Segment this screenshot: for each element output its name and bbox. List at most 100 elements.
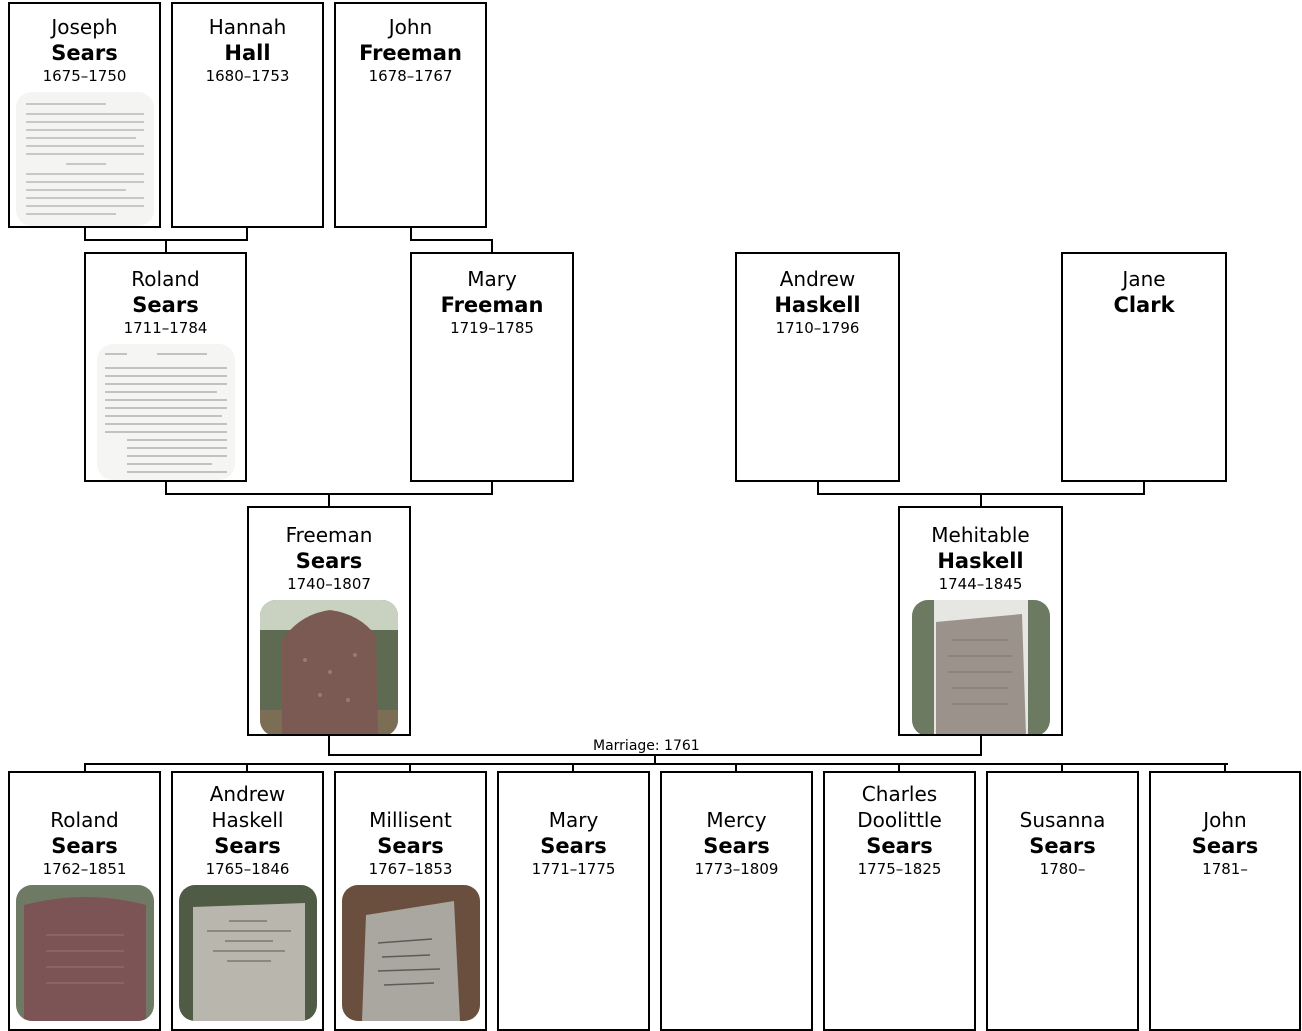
given-name: Andrew: [779, 267, 856, 291]
gravestone-photo: [15, 885, 154, 1021]
gravestone-photo: [260, 600, 398, 734]
life-dates: 1680–1753: [205, 67, 290, 85]
given-name: John: [1203, 808, 1247, 832]
life-dates: 1675–1750: [42, 67, 127, 85]
connector-line: [246, 763, 248, 772]
given-name: Millisent: [369, 808, 452, 832]
connector-line: [246, 228, 248, 240]
gravestone-photo: [911, 600, 1050, 734]
given-name-line-1: Andrew: [209, 782, 286, 806]
surname: Haskell: [774, 293, 861, 317]
person-card-child-roland-sears[interactable]: Roland Sears 1762–1851: [8, 771, 161, 1031]
given-name: Mercy: [706, 808, 767, 832]
surname: Sears: [132, 293, 199, 317]
connector-line: [491, 239, 493, 253]
surname: Sears: [295, 549, 363, 573]
person-card-mary-freeman[interactable]: Mary Freeman 1719–1785: [410, 252, 574, 482]
connector-line: [654, 754, 656, 764]
connector-line: [410, 228, 412, 240]
sibling-bar: [84, 763, 1228, 765]
connector-line: [409, 763, 411, 772]
life-dates: 1744–1845: [938, 575, 1023, 593]
given-name: Mary: [548, 808, 599, 832]
person-card-child-andrew-haskell-sears[interactable]: Andrew Haskell Sears 1765–1846: [171, 771, 324, 1031]
person-card-child-millisent-sears[interactable]: Millisent Sears 1767–1853: [334, 771, 487, 1031]
document-photo: [96, 344, 235, 480]
life-dates: 1678–1767: [368, 67, 453, 85]
person-card-john-freeman[interactable]: John Freeman 1678–1767: [334, 2, 487, 228]
given-name: Joseph: [51, 15, 118, 39]
person-card-roland-sears-sr[interactable]: Roland Sears 1711–1784: [84, 252, 247, 482]
connector-line: [328, 493, 330, 507]
surname: Clark: [1113, 293, 1175, 317]
life-dates: 1711–1784: [123, 319, 208, 337]
life-dates: 1767–1853: [368, 860, 453, 878]
connector-line: [1224, 763, 1226, 772]
surname: Sears: [866, 834, 933, 858]
given-name: Mehitable: [931, 523, 1030, 547]
connector-line: [572, 763, 574, 772]
marriage-label: Marriage: 1761: [591, 738, 702, 754]
connector-line: [898, 763, 900, 772]
connector-line: [165, 482, 167, 494]
connector-line: [165, 239, 167, 253]
surname: Hall: [224, 41, 271, 65]
surname: Freeman: [440, 293, 544, 317]
person-card-jane-clark[interactable]: Jane Clark: [1061, 252, 1227, 482]
given-name: Mary: [467, 267, 517, 291]
connector-line: [328, 736, 330, 756]
given-name-line-2: Haskell: [211, 808, 284, 832]
connector-line: [410, 239, 493, 241]
life-dates: 1781–: [1202, 860, 1248, 878]
person-card-hannah-hall[interactable]: Hannah Hall 1680–1753: [171, 2, 324, 228]
person-card-andrew-haskell[interactable]: Andrew Haskell 1710–1796: [735, 252, 900, 482]
gravestone-photo: [341, 885, 480, 1021]
connector-line: [1143, 482, 1145, 494]
given-name-line-1: Charles: [861, 782, 938, 806]
connector-line: [84, 763, 86, 772]
life-dates: 1775–1825: [857, 860, 942, 878]
surname: Haskell: [937, 549, 1024, 573]
person-card-child-charles-doolittle-sears[interactable]: Charles Doolittle Sears 1775–1825: [823, 771, 976, 1031]
gravestone-photo: [178, 885, 317, 1021]
given-name: Roland: [50, 808, 119, 832]
given-name-line-2: Doolittle: [857, 808, 942, 832]
life-dates: 1780–: [1039, 860, 1086, 878]
connector-line: [735, 763, 737, 772]
connector-line: [980, 493, 982, 507]
life-dates: 1762–1851: [42, 860, 127, 878]
surname: Sears: [540, 834, 607, 858]
surname: Sears: [214, 834, 281, 858]
person-card-child-susanna-sears[interactable]: Susanna Sears 1780–: [986, 771, 1139, 1031]
given-name: Susanna: [1019, 808, 1106, 832]
person-card-joseph-sears[interactable]: Joseph Sears 1675–1750: [8, 2, 161, 228]
person-card-child-mercy-sears[interactable]: Mercy Sears 1773–1809: [660, 771, 813, 1031]
life-dates: 1765–1846: [205, 860, 290, 878]
life-dates: 1740–1807: [287, 575, 371, 593]
given-name: John: [388, 15, 433, 39]
connector-line: [491, 482, 493, 494]
given-name: Jane: [1122, 267, 1166, 291]
given-name: Hannah: [208, 15, 287, 39]
surname: Sears: [1029, 834, 1096, 858]
surname: Sears: [51, 41, 118, 65]
person-card-mehitable-haskell[interactable]: Mehitable Haskell 1744–1845: [898, 506, 1063, 736]
connector-line: [980, 736, 982, 756]
connector-line: [84, 228, 86, 240]
given-name: Freeman: [285, 523, 373, 547]
connector-line: [817, 482, 819, 494]
connector-line: [1061, 763, 1063, 772]
life-dates: 1719–1785: [450, 319, 534, 337]
person-card-freeman-sears[interactable]: Freeman Sears 1740–1807: [247, 506, 411, 736]
person-card-child-john-sears[interactable]: John Sears 1781–: [1149, 771, 1301, 1031]
person-card-child-mary-sears[interactable]: Mary Sears 1771–1775: [497, 771, 650, 1031]
life-dates: 1773–1809: [694, 860, 779, 878]
surname: Sears: [1191, 834, 1259, 858]
surname: Sears: [51, 834, 118, 858]
life-dates: 1710–1796: [775, 319, 860, 337]
surname: Sears: [703, 834, 770, 858]
surname: Sears: [377, 834, 444, 858]
life-dates: 1771–1775: [531, 860, 616, 878]
given-name: Roland: [131, 267, 200, 291]
surname: Freeman: [359, 41, 462, 65]
